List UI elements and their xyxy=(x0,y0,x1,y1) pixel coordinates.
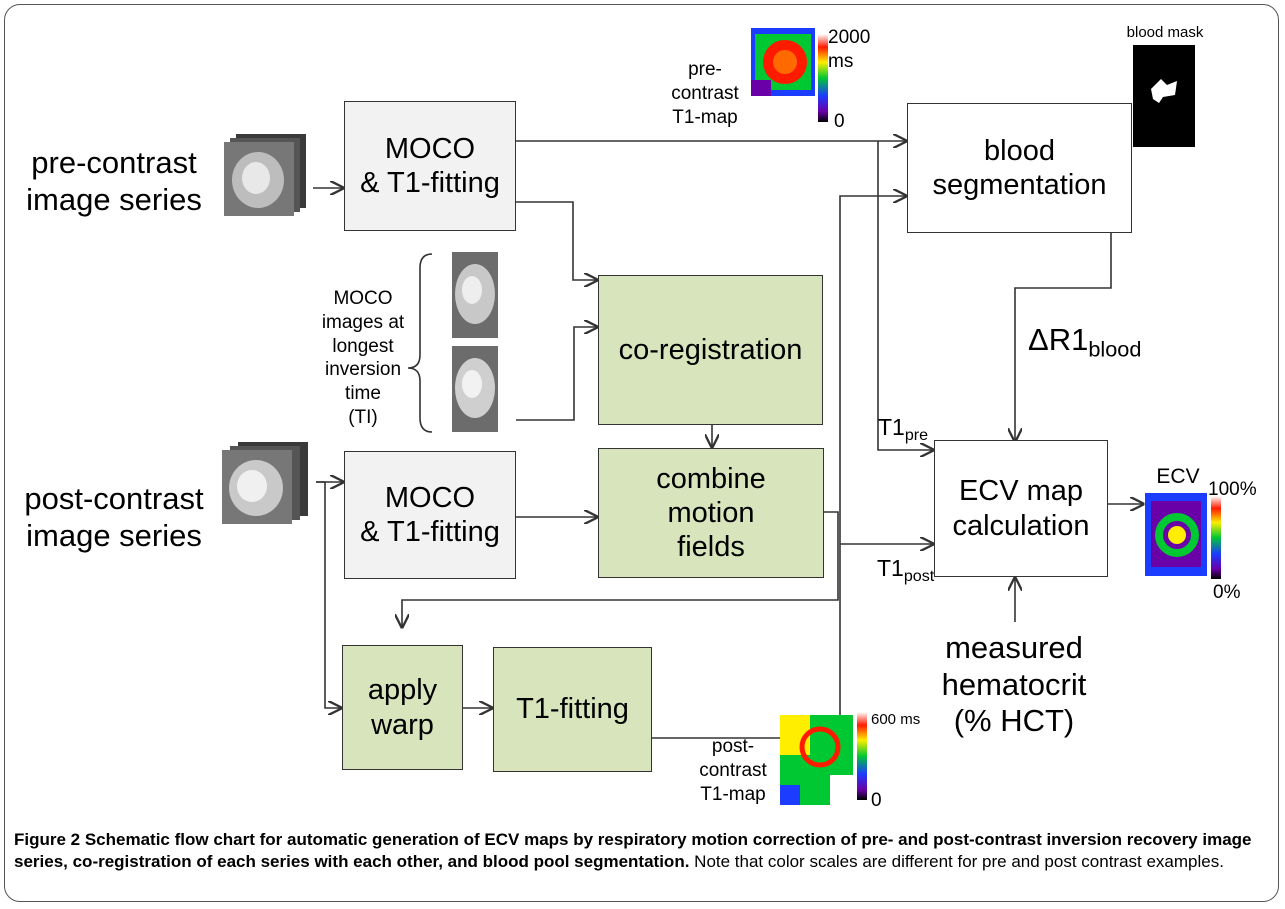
post-t1-map-label: post- contrast T1-map xyxy=(699,736,767,805)
combine-motion-fields-box: combine motion fields xyxy=(598,448,824,578)
delta-r1-text: ΔR1 xyxy=(1028,322,1089,357)
moco-images-label: MOCO images at longest inversion time (T… xyxy=(321,288,405,428)
post-t1-map-thumbnail xyxy=(780,715,853,805)
pre-scale-bar xyxy=(818,34,828,122)
pre-series-thumbnail xyxy=(224,134,306,216)
t1-post-label: T1post xyxy=(877,555,957,586)
post-series-thumbnail xyxy=(222,442,308,524)
t1-pre-label: T1pre xyxy=(878,414,948,445)
arrow-combine-to-warp xyxy=(402,511,839,627)
blood-segmentation-box: blood segmentation xyxy=(907,103,1132,233)
pre-scale-max-label: 2000 ms xyxy=(828,27,871,72)
figure-caption: Figure 2 Schematic flow chart for automa… xyxy=(14,829,1269,873)
ecv-scale-max-label: 100% xyxy=(1208,479,1257,500)
caption-bold: Figure 2 Schematic flow chart for automa… xyxy=(14,830,1252,872)
blood-mask-thumbnail xyxy=(1133,45,1195,147)
arrow-t1-to-blood xyxy=(652,196,906,739)
apply-warp-box: apply warp xyxy=(342,645,463,770)
moco-pre-box: MOCO & T1-fitting xyxy=(344,101,516,231)
arrow-moco-post-to-coreg xyxy=(516,327,597,421)
coregistration-box: co-registration xyxy=(598,275,823,425)
moco-post-thumbnail xyxy=(452,346,498,432)
t1-pre-text: T1 xyxy=(878,414,905,440)
t1-pre-subscript: pre xyxy=(904,425,929,444)
ecv-scale-bar xyxy=(1211,496,1221,579)
post-scale-max-label: 600 ms xyxy=(871,711,921,728)
caption-normal: Note that color scales are different for… xyxy=(689,852,1224,872)
arrow-moco-pre-to-coreg xyxy=(516,201,597,280)
ecv-label: ECV xyxy=(1156,465,1200,488)
hematocrit-label: measured hematocrit (% HCT) xyxy=(941,630,1087,739)
moco-pre-thumbnail xyxy=(452,252,498,338)
ecv-map-calculation-box: ECV map calculation xyxy=(934,440,1108,577)
ecv-scale-min-label: 0% xyxy=(1213,582,1241,603)
arrow-post-to-warp xyxy=(316,481,341,708)
figure-frame xyxy=(4,4,1279,902)
moco-post-box: MOCO & T1-fitting xyxy=(344,451,516,579)
pre-t1-map-label: pre- contrast T1-map xyxy=(671,59,739,128)
post-scale-min-label: 0 xyxy=(871,790,882,811)
post-scale-bar xyxy=(857,712,867,800)
curly-brace xyxy=(407,253,433,433)
t1-post-subscript: post xyxy=(903,566,935,585)
delta-r1-subscript: blood xyxy=(1088,336,1142,362)
pre-t1-map-thumbnail xyxy=(751,28,815,96)
pre-contrast-series-label: pre-contrast image series xyxy=(26,145,202,217)
delta-r1-blood-label: ΔR1blood xyxy=(1028,322,1178,362)
post-contrast-series-label: post-contrast image series xyxy=(24,481,204,553)
arrow-pre-to-ecv xyxy=(877,141,933,450)
arrow-blood-to-ecv xyxy=(1015,190,1112,441)
t1-fitting-box: T1-fitting xyxy=(493,647,652,772)
blood-mask-label: blood mask xyxy=(1126,24,1204,41)
t1-post-text: T1 xyxy=(877,555,904,581)
ecv-map-thumbnail xyxy=(1145,493,1207,576)
pre-scale-min-label: 0 xyxy=(834,111,845,132)
